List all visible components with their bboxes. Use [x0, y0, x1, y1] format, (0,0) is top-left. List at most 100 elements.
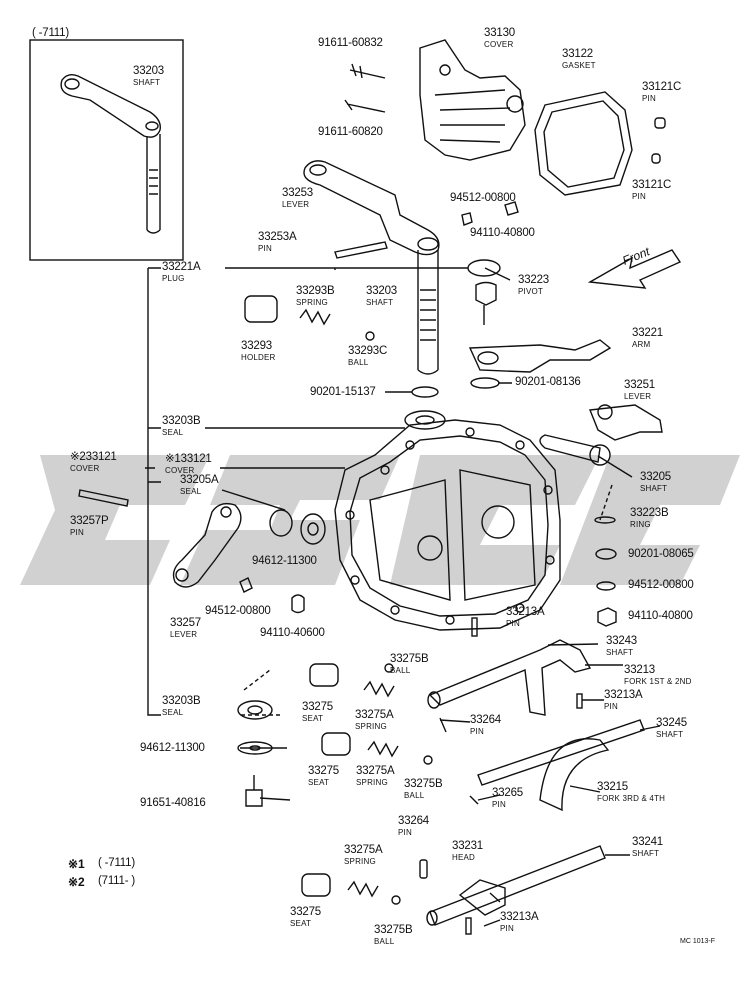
part-number: 33121C [632, 179, 672, 191]
part-number: 94512-00800 [628, 579, 694, 591]
part-number: 33215 [597, 781, 628, 793]
leader-bracket [147, 268, 161, 716]
part-description: PLUG [162, 273, 185, 283]
part-description: SHAFT [133, 77, 161, 87]
part-description: PIN [258, 243, 272, 253]
part-number: 33121C [642, 81, 682, 93]
part-description: PIN [632, 191, 646, 201]
part-number: 33275A [356, 765, 395, 777]
part-description: HEAD [452, 852, 476, 862]
part-number: 33203B [162, 695, 201, 707]
part-number: 90201-08136 [515, 376, 581, 388]
part-number: 90201-08065 [628, 548, 694, 560]
part-label: 94512-00800 [205, 605, 271, 618]
part-number: 33264 [398, 815, 429, 827]
part-label: 94512-00800 [628, 579, 694, 592]
part-description: SEAL [180, 486, 202, 496]
part-description: LEVER [624, 391, 652, 401]
part-description: SEAT [308, 777, 330, 787]
part-number: 33205 [640, 471, 671, 483]
part-label: 94612-11300 [140, 742, 205, 755]
footnote-1-mark: ※1 [68, 857, 85, 871]
part-number: 91611-60832 [318, 37, 383, 49]
part-number: 33275B [390, 653, 429, 665]
part-description: PIN [500, 923, 514, 933]
part-number: 94612-11300 [252, 555, 317, 567]
part-number: 33203 [366, 285, 397, 297]
part-description: FORK 1ST & 2ND [624, 676, 692, 686]
part-number: 33275 [302, 701, 333, 713]
part-description: PIN [470, 726, 484, 736]
part-number: 33245 [656, 717, 687, 729]
part-number: 33275A [344, 844, 383, 856]
part-number: 33253A [258, 231, 297, 243]
part-description: SPRING [296, 297, 328, 307]
part-label: 94110-40600 [260, 627, 325, 640]
part-description: SPRING [344, 856, 376, 866]
part-number: 33251 [624, 379, 655, 391]
part-number: 33275B [404, 778, 443, 790]
part-description: SEAL [162, 427, 184, 437]
part-label: 94512-00800 [450, 192, 516, 205]
part-number: 33213A [506, 606, 545, 618]
part-description: RING [630, 519, 651, 529]
part-description: BALL [404, 790, 425, 800]
part-label: 90201-08136 [515, 376, 581, 389]
part-number: 33223B [630, 507, 669, 519]
part-number: ※133121 [165, 453, 212, 465]
part-number: 33221 [632, 327, 663, 339]
part-number: 94512-00800 [450, 192, 516, 204]
part-description: COVER [70, 463, 100, 473]
footnote-1-range: ( -7111) [98, 857, 135, 869]
part-description: PIN [492, 799, 506, 809]
part-description: PIN [506, 618, 520, 628]
part-description: SHAFT [606, 647, 634, 657]
part-description: PIN [70, 527, 84, 537]
part-number: 33275B [374, 924, 413, 936]
part-description: GASKET [562, 60, 596, 70]
part-number: 33243 [606, 635, 637, 647]
part-number: 94110-40600 [260, 627, 325, 639]
part-number: 33203 [133, 65, 164, 77]
line-art [29, 39, 682, 935]
part-description: PIN [642, 93, 656, 103]
part-number: 91651-40816 [140, 797, 206, 809]
part-label: 91611-60820 [318, 126, 383, 139]
part-description: SHAFT [366, 297, 394, 307]
part-label: 94110-40800 [628, 610, 693, 623]
part-description: PIVOT [518, 286, 544, 296]
part-label: 90201-15137 [310, 386, 376, 399]
part-number: 33122 [562, 48, 593, 60]
part-description: SHAFT [632, 848, 660, 858]
part-number: 33221A [162, 261, 201, 273]
